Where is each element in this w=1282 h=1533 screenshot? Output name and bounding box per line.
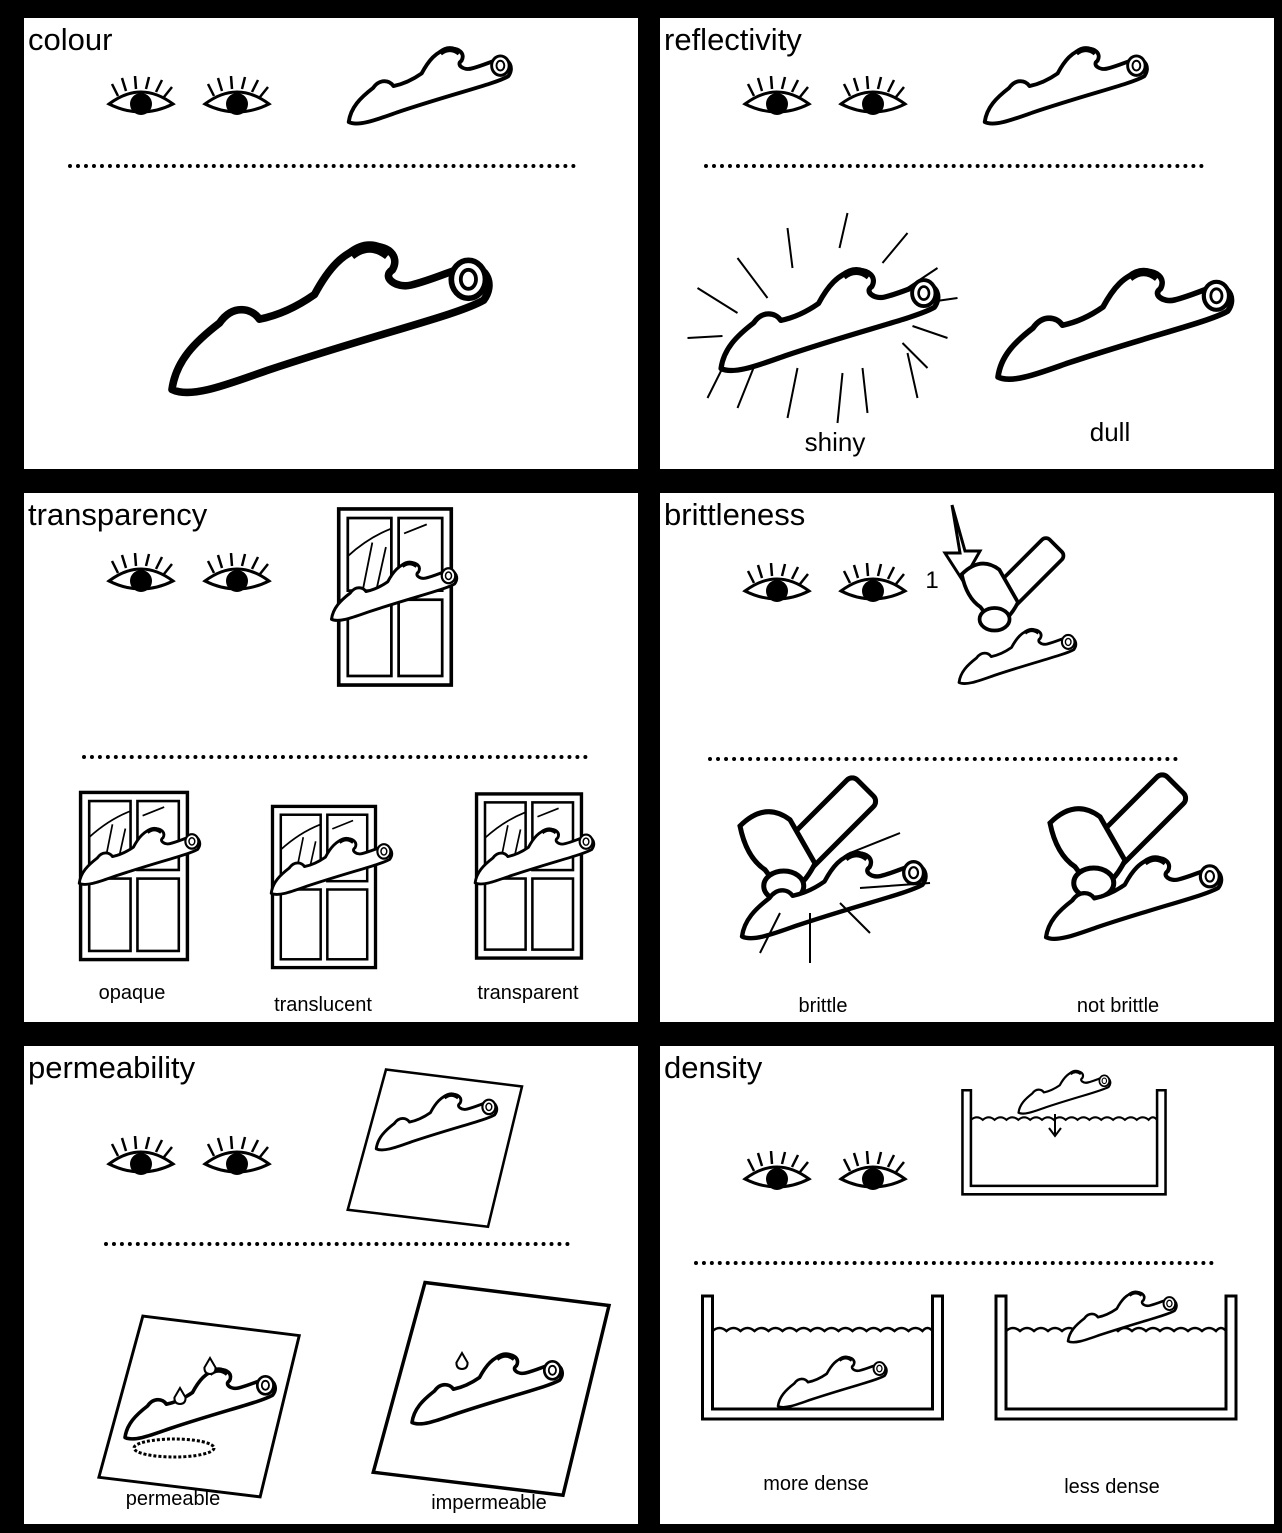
log-icon	[349, 49, 511, 124]
log-icon	[778, 1357, 886, 1407]
divider	[82, 755, 588, 759]
label-impermeable: impermeable	[431, 1493, 547, 1513]
log-icon	[959, 630, 1076, 684]
log-icon	[1019, 1071, 1111, 1113]
panel-title: permeability	[28, 1052, 195, 1083]
panel-colour: colour	[24, 18, 638, 469]
eye-icon	[841, 76, 905, 115]
eye-icon	[205, 76, 269, 115]
eye-icon	[745, 563, 809, 602]
eye-icon	[841, 563, 905, 602]
panel-brittleness: brittleness 1 brittle not brittle	[660, 493, 1274, 1022]
divider	[68, 164, 576, 168]
panel-title: transparency	[28, 499, 207, 530]
label-permeable: permeable	[126, 1489, 221, 1509]
log-icon	[1046, 858, 1221, 939]
label-transparent: transparent	[477, 983, 578, 1003]
density-illustration	[660, 1046, 1274, 1524]
panel-reflectivity: reflectivity shiny dull	[660, 18, 1274, 469]
label-dull: dull	[1090, 419, 1130, 445]
label-translucent: translucent	[274, 995, 372, 1015]
log-icon	[172, 246, 489, 392]
eye-icon	[745, 1151, 809, 1190]
panel-title: brittleness	[664, 499, 805, 530]
divider	[104, 1242, 570, 1246]
impact-mark: 1	[925, 569, 938, 593]
log-icon	[721, 271, 938, 371]
eye-icon	[109, 553, 173, 592]
water-tank-icon	[703, 1296, 943, 1419]
eye-icon	[205, 1136, 269, 1175]
paper-sheet-icon	[348, 1070, 522, 1227]
water-tank-icon	[962, 1090, 1165, 1194]
panel-title: density	[664, 1052, 762, 1083]
eye-icon	[841, 1151, 905, 1190]
panel-permeability: permeability permeable impermeable	[24, 1046, 638, 1524]
label-brittle: brittle	[799, 996, 848, 1016]
divider	[694, 1261, 1214, 1265]
eye-icon	[745, 76, 809, 115]
log-icon	[1068, 1292, 1176, 1342]
label-less-dense: less dense	[1064, 1477, 1160, 1497]
eye-icon	[205, 553, 269, 592]
eye-icon	[109, 76, 173, 115]
colour-illustration	[24, 18, 638, 469]
divider	[708, 757, 1178, 761]
divider	[704, 164, 1204, 168]
panel-title: reflectivity	[664, 24, 802, 55]
panel-title: colour	[28, 24, 112, 55]
log-icon	[998, 272, 1232, 380]
label-not-brittle: not brittle	[1077, 996, 1159, 1016]
water-stain	[134, 1439, 214, 1457]
log-icon	[985, 49, 1147, 124]
label-opaque: opaque	[99, 983, 166, 1003]
label-more-dense: more dense	[763, 1474, 869, 1494]
eye-icon	[109, 1136, 173, 1175]
label-shiny: shiny	[805, 429, 866, 455]
panel-transparency: transparency opaque translucent transpar…	[24, 493, 638, 1022]
reflectivity-illustration	[660, 18, 1274, 469]
panel-density: density more dense less dense	[660, 1046, 1274, 1524]
permeability-illustration	[24, 1046, 638, 1524]
